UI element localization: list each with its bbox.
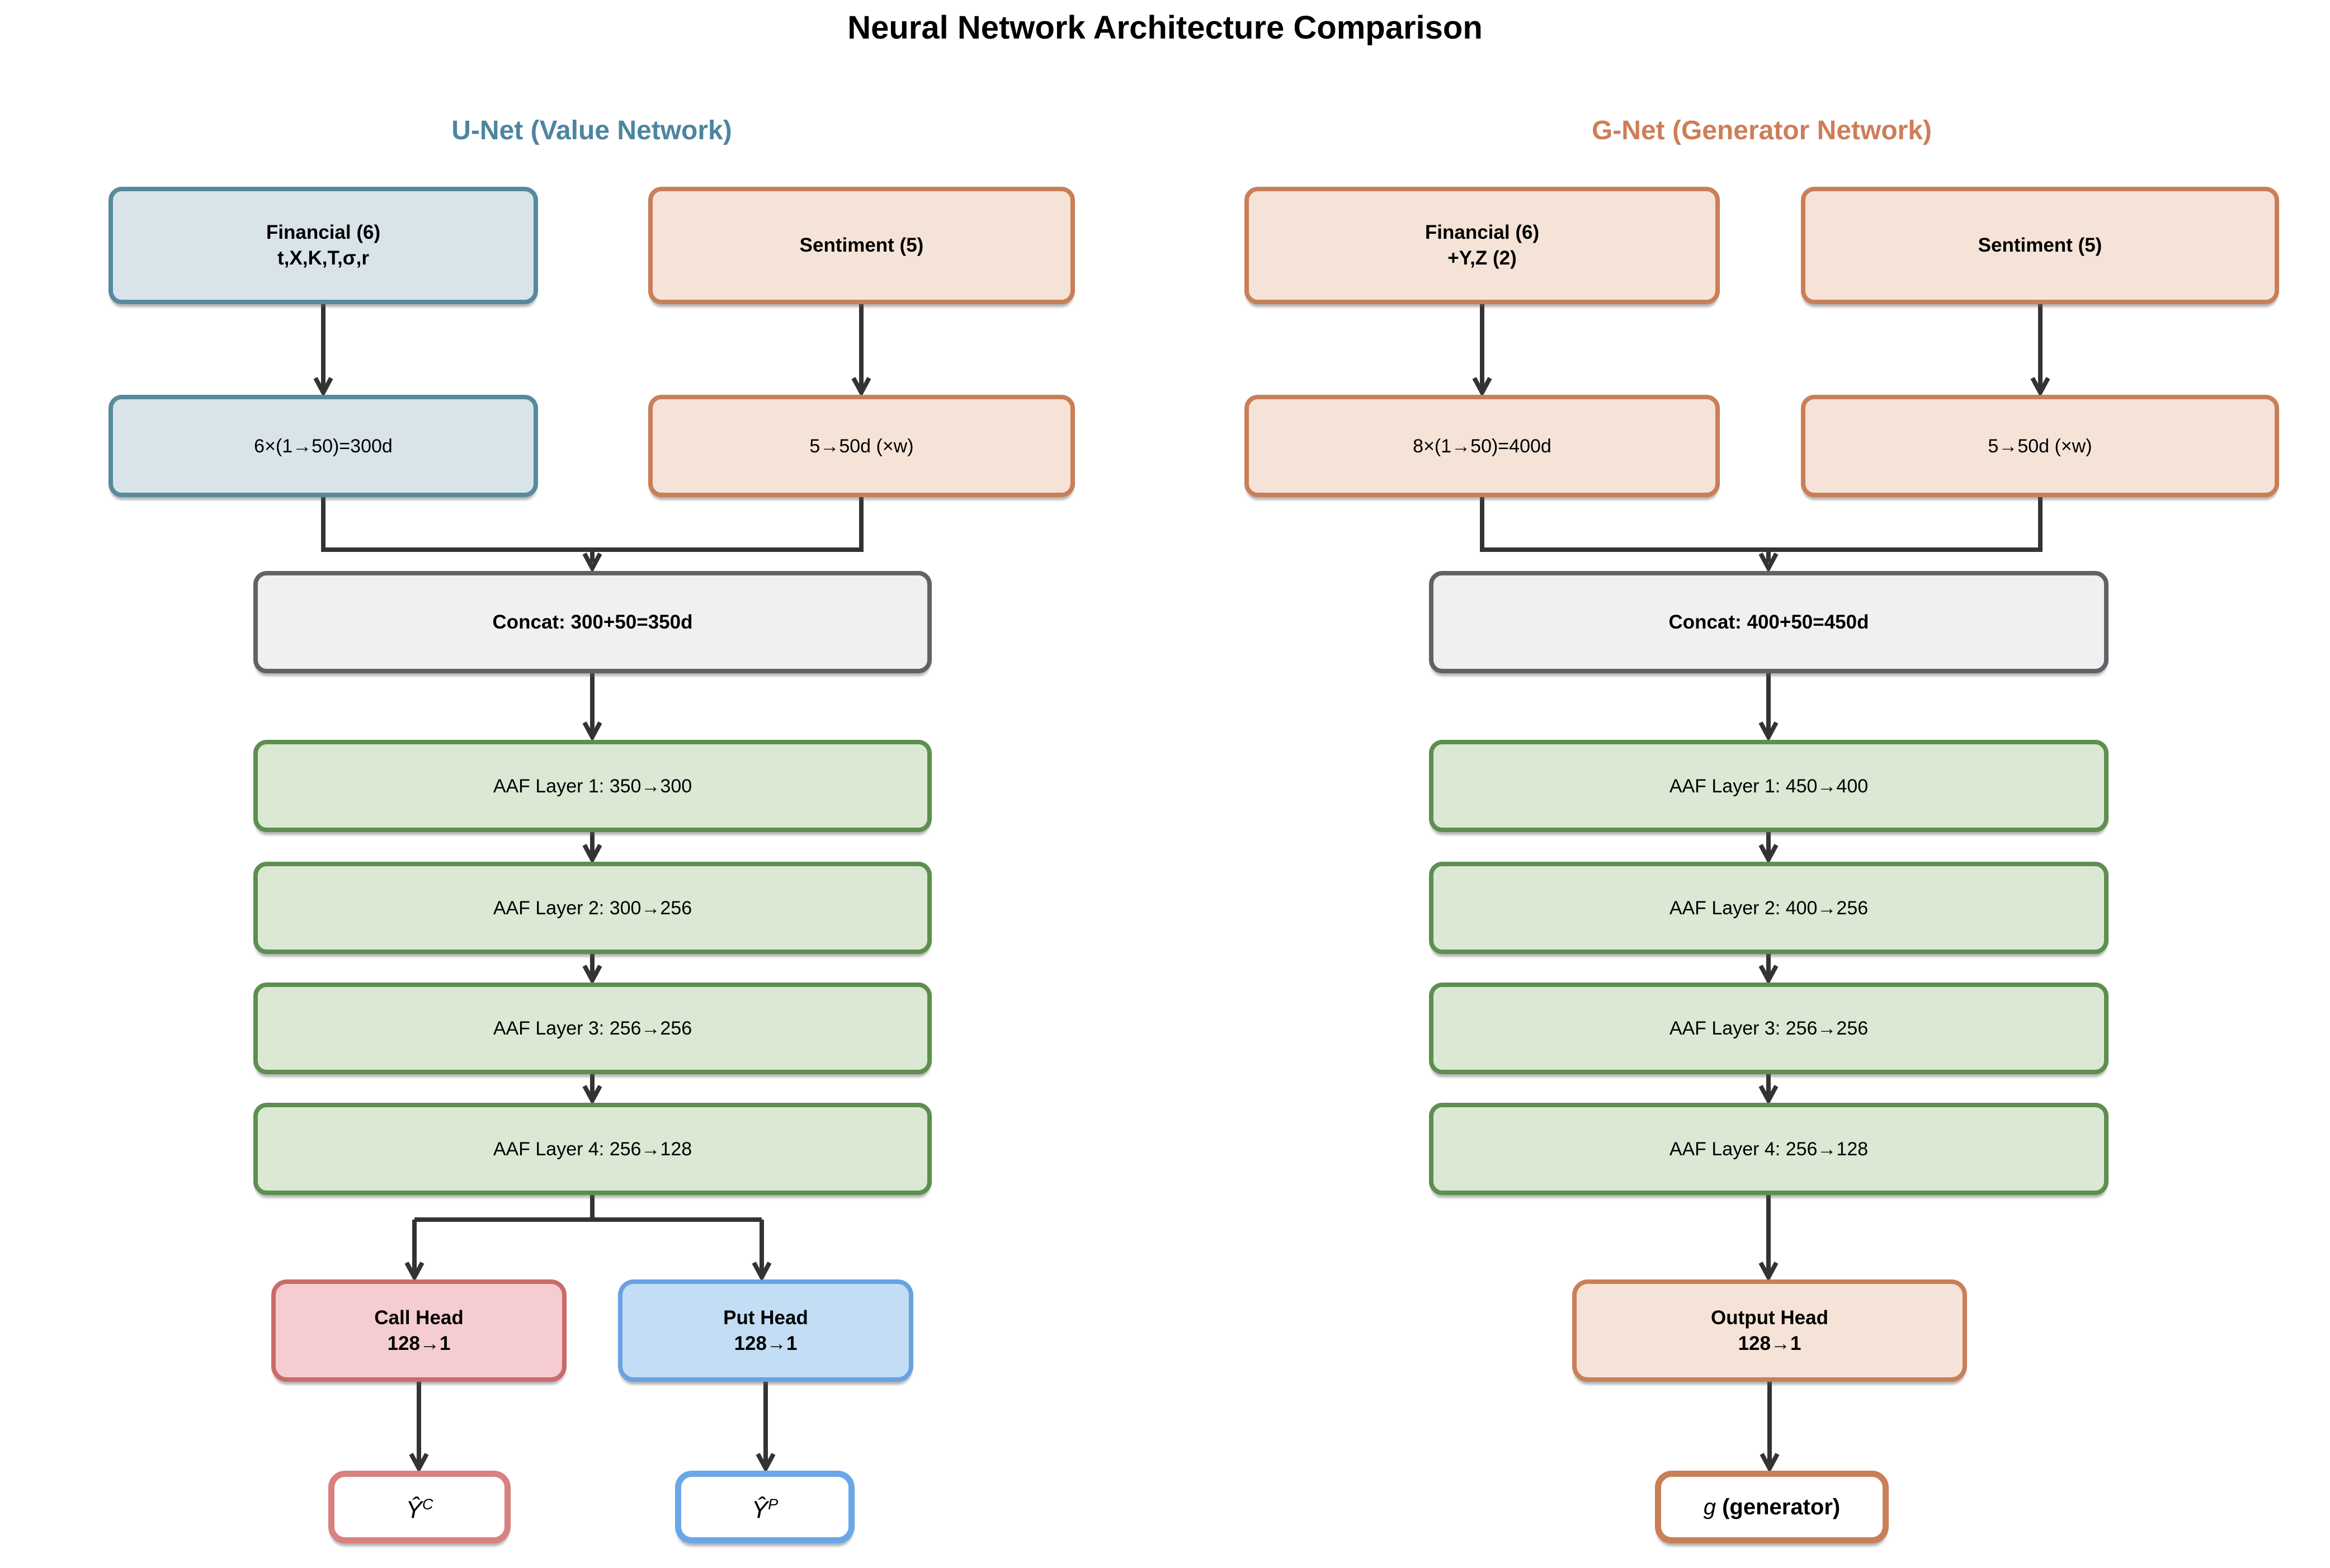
unet-call-head-node: Call Head 128→1 bbox=[271, 1279, 567, 1382]
arrow-gnet-sentiment-to-embed bbox=[2030, 304, 2050, 398]
node-label-line: AAF Layer 4: 256→128 bbox=[493, 1138, 692, 1160]
node-label-line: Call Head bbox=[374, 1306, 464, 1329]
gnet-aaf-layer3-node: AAF Layer 3: 256→256 bbox=[1429, 983, 2109, 1074]
connector-unet-split bbox=[414, 1195, 762, 1222]
unet-aaf-layer3-node: AAF Layer 3: 256→256 bbox=[253, 983, 932, 1074]
node-label-line: 6×(1→50)=300d bbox=[254, 435, 393, 457]
arrow-unet-aaf1-to-aaf2 bbox=[582, 832, 602, 865]
arrow-gnet-output-head-to-g bbox=[1760, 1382, 1780, 1473]
node-label-line: Sentiment (5) bbox=[799, 234, 924, 256]
g-label: (generator) bbox=[1716, 1495, 1841, 1519]
gnet-output-g-node: g (generator) bbox=[1655, 1471, 1889, 1543]
call-output-symbol: ŶC bbox=[405, 1491, 433, 1523]
node-label-line: AAF Layer 2: 300→256 bbox=[493, 897, 692, 919]
unet-embed-financial-node: 6×(1→50)=300d bbox=[109, 395, 538, 497]
gnet-embed-sentiment-node: 5→50d (×w) bbox=[1801, 395, 2279, 497]
arrow-unet-aaf2-to-aaf3 bbox=[582, 954, 602, 985]
node-label-line: AAF Layer 4: 256→128 bbox=[1669, 1138, 1869, 1160]
node-label-line: 5→50d (×w) bbox=[1988, 435, 2092, 457]
node-label-line: Concat: 300+50=350d bbox=[492, 611, 693, 633]
node-label-line: 5→50d (×w) bbox=[809, 435, 914, 457]
node-label-line: 128→1 bbox=[387, 1332, 451, 1354]
arrow-unet-merge-to-concat bbox=[582, 550, 602, 573]
unet-aaf-layer2-node: AAF Layer 2: 300→256 bbox=[253, 862, 932, 954]
gnet-embed-financial-node: 8×(1→50)=400d bbox=[1244, 395, 1720, 497]
yhat-superscript: C bbox=[422, 1495, 433, 1513]
node-label-line: t,X,K,T,σ,r bbox=[277, 247, 369, 269]
arrow-unet-financial-to-embed bbox=[313, 304, 333, 398]
node-label-line: 8×(1→50)=400d bbox=[1413, 435, 1551, 457]
connector-gnet-merge bbox=[1480, 497, 2043, 552]
node-label-line: Financial (6) bbox=[266, 221, 381, 243]
put-output-symbol: ŶP bbox=[752, 1491, 779, 1523]
node-label-line: AAF Layer 3: 256→256 bbox=[493, 1018, 692, 1039]
yhat-base: Ŷ bbox=[751, 1496, 768, 1524]
gnet-input-financial-node: Financial (6) +Y,Z (2) bbox=[1244, 187, 1720, 304]
yhat-base: Ŷ bbox=[405, 1496, 422, 1524]
node-label-line: 128→1 bbox=[734, 1332, 798, 1354]
unet-output-put-node: ŶP bbox=[675, 1471, 855, 1543]
arrow-gnet-concat-to-aaf1 bbox=[1758, 673, 1779, 742]
generator-output-symbol: g (generator) bbox=[1704, 1494, 1841, 1520]
node-label-line: Sentiment (5) bbox=[1978, 234, 2102, 256]
gnet-column-header: G-Net (Generator Network) bbox=[1591, 116, 1932, 145]
arrow-unet-split-to-put-head bbox=[752, 1220, 772, 1282]
node-label-line: +Y,Z (2) bbox=[1447, 247, 1517, 269]
node-label-line: Output Head bbox=[1711, 1306, 1828, 1329]
unet-aaf-layer1-node: AAF Layer 1: 350→300 bbox=[253, 740, 932, 832]
node-label-line: 128→1 bbox=[1738, 1332, 1801, 1354]
unet-input-sentiment-node: Sentiment (5) bbox=[648, 187, 1075, 304]
g-symbol: g bbox=[1703, 1495, 1716, 1519]
connector-unet-merge bbox=[321, 497, 864, 552]
gnet-input-sentiment-node: Sentiment (5) bbox=[1801, 187, 2279, 304]
arrow-gnet-aaf1-to-aaf2 bbox=[1758, 832, 1779, 865]
gnet-aaf-layer2-node: AAF Layer 2: 400→256 bbox=[1429, 862, 2109, 954]
unet-concat-node: Concat: 300+50=350d bbox=[253, 571, 932, 673]
node-label-line: Concat: 400+50=450d bbox=[1668, 611, 1869, 633]
page-title: Neural Network Architecture Comparison bbox=[847, 10, 1483, 46]
node-label-line: Put Head bbox=[723, 1306, 808, 1329]
node-label-line: AAF Layer 3: 256→256 bbox=[1669, 1018, 1869, 1039]
arrow-unet-concat-to-aaf1 bbox=[582, 673, 602, 742]
unet-embed-sentiment-node: 5→50d (×w) bbox=[648, 395, 1075, 497]
gnet-aaf-layer4-node: AAF Layer 4: 256→128 bbox=[1429, 1103, 2109, 1195]
unet-put-head-node: Put Head 128→1 bbox=[618, 1279, 913, 1382]
arrow-gnet-aaf4-to-output-head bbox=[1758, 1195, 1779, 1282]
gnet-concat-node: Concat: 400+50=450d bbox=[1429, 571, 2109, 673]
arrow-unet-put-head-to-output bbox=[756, 1382, 776, 1473]
node-label-line: AAF Layer 2: 400→256 bbox=[1669, 897, 1869, 919]
node-label-line: AAF Layer 1: 450→400 bbox=[1669, 775, 1869, 797]
gnet-aaf-layer1-node: AAF Layer 1: 450→400 bbox=[1429, 740, 2109, 832]
unet-column-header: U-Net (Value Network) bbox=[451, 116, 732, 145]
arrow-unet-call-head-to-output bbox=[409, 1382, 429, 1473]
arrow-gnet-aaf2-to-aaf3 bbox=[1758, 954, 1779, 985]
arrow-gnet-financial-to-embed bbox=[1472, 304, 1492, 398]
yhat-superscript: P bbox=[768, 1495, 779, 1513]
node-label-line: Financial (6) bbox=[1425, 221, 1540, 243]
unet-input-financial-node: Financial (6) t,X,K,T,σ,r bbox=[109, 187, 538, 304]
arrow-unet-sentiment-to-embed bbox=[851, 304, 871, 398]
arrow-unet-split-to-call-head bbox=[404, 1220, 425, 1282]
gnet-output-head-node: Output Head 128→1 bbox=[1572, 1279, 1967, 1382]
arrow-gnet-aaf3-to-aaf4 bbox=[1758, 1074, 1779, 1106]
node-label-line: AAF Layer 1: 350→300 bbox=[493, 775, 692, 797]
arrow-gnet-merge-to-concat bbox=[1758, 550, 1779, 573]
arrow-unet-aaf3-to-aaf4 bbox=[582, 1074, 602, 1106]
unet-output-call-node: ŶC bbox=[328, 1471, 511, 1543]
unet-aaf-layer4-node: AAF Layer 4: 256→128 bbox=[253, 1103, 932, 1195]
